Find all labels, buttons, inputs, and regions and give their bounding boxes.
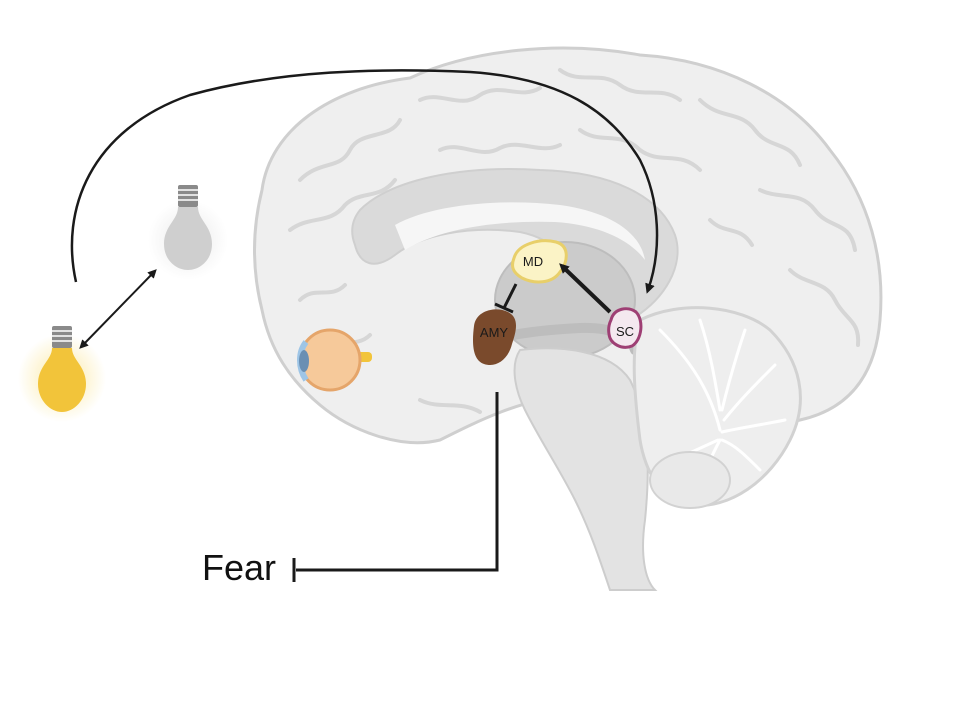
sc-to-md-arrow [559,263,612,314]
sc-node: SC [607,307,643,349]
eye-icon [297,328,372,392]
bulb-transition-arrow [79,269,157,349]
amy-node: AMY [473,309,516,366]
amy-inhibits-fear [292,392,499,582]
brain-sagittal [253,46,883,591]
ventricle [395,202,645,260]
fear-label: Fear [202,547,276,588]
unlit-bulb-icon [148,185,228,280]
cerebellar-tonsil [649,451,731,509]
sc-label: SC [616,324,634,339]
md-node: MD [511,239,568,284]
amy-label: AMY [480,325,509,340]
md-label: MD [523,254,543,269]
md-inhibits-amy [494,283,518,314]
lit-bulb-icon [18,326,106,422]
brainstem [513,347,658,591]
light-to-sc-arrow [70,69,659,294]
